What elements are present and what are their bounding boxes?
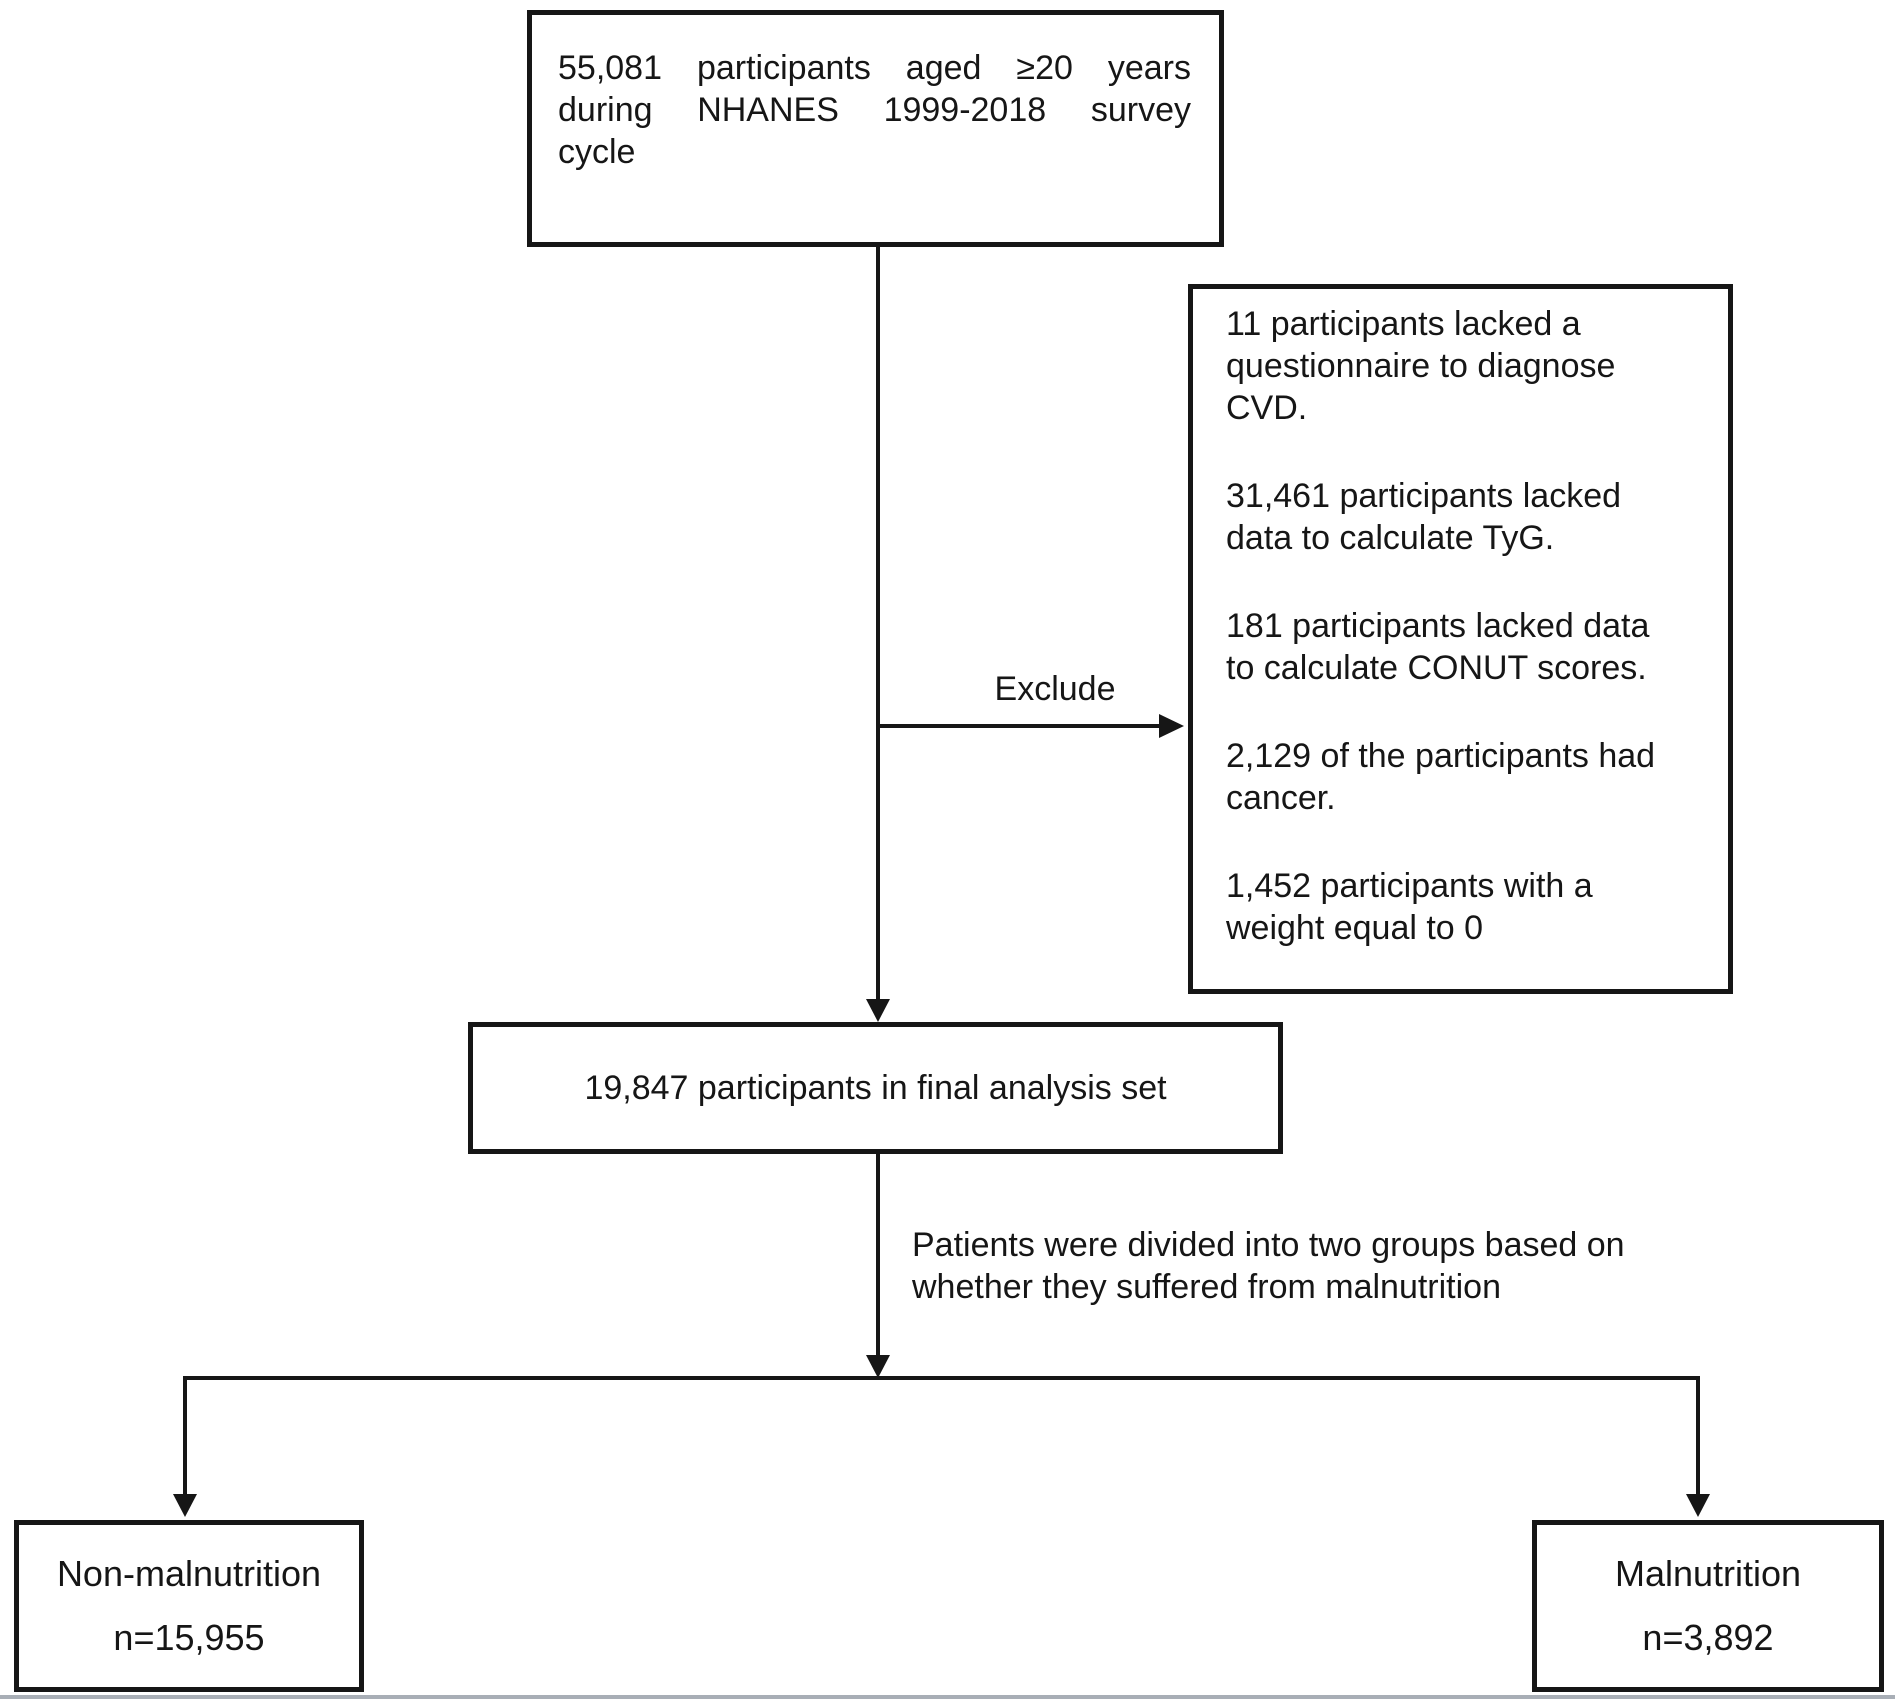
connector-drop-right: [1696, 1376, 1700, 1495]
exclusion-item-line: 2,129 of the participants had: [1226, 737, 1656, 775]
exclude-label: Exclude: [994, 670, 1116, 708]
exclusion-item-line: 11 participants lacked a: [1226, 305, 1581, 343]
connector-split-horizontal: [183, 1376, 1700, 1380]
connector-drop-left: [183, 1376, 187, 1495]
exclusion-item: 11 participants lacked a questionnaire t…: [1226, 303, 1702, 429]
figure-bottom-rule: [0, 1695, 1895, 1699]
split-annotation-line: whether they suffered from malnutrition: [912, 1268, 1501, 1306]
arrowhead-down-right-box-icon: [1686, 1494, 1710, 1517]
non-malnutrition-count: n=15,955: [113, 1617, 265, 1658]
malnutrition-count: n=3,892: [1642, 1617, 1774, 1658]
final-analysis-box: 19,847 participants in final analysis se…: [468, 1022, 1283, 1154]
exclusion-item: 2,129 of the participants had cancer.: [1226, 735, 1702, 819]
exclusion-item-line: to calculate CONUT scores.: [1226, 649, 1647, 687]
arrowhead-down-split-icon: [866, 1355, 890, 1378]
arrowhead-down-final-icon: [866, 999, 890, 1022]
connector-exclude-branch: [878, 724, 1160, 728]
initial-cohort-box: 55,081 participants aged ≥20 years durin…: [527, 10, 1224, 247]
non-malnutrition-title: Non-malnutrition: [56, 1553, 322, 1594]
initial-cohort-line: cycle: [558, 133, 636, 171]
malnutrition-title: Malnutrition: [1614, 1553, 1802, 1594]
final-analysis-text: 19,847 participants in final analysis se…: [584, 1069, 1167, 1107]
exclusion-item-line: 31,461 participants lacked: [1226, 477, 1622, 515]
connector-top-to-final: [876, 247, 880, 1002]
exclusion-item: 181 participants lacked data to calculat…: [1226, 605, 1702, 689]
arrowhead-down-left-box-icon: [173, 1494, 197, 1517]
exclusion-item-line: data to calculate TyG.: [1226, 519, 1555, 557]
split-annotation: Patients were divided into two groups ba…: [912, 1224, 1792, 1308]
exclusion-item: 1,452 participants with a weight equal t…: [1226, 865, 1702, 949]
exclusion-item-line: cancer.: [1226, 779, 1336, 817]
exclusion-item-line: 181 participants lacked data: [1226, 607, 1650, 645]
exclusion-item-line: questionnaire to diagnose: [1226, 347, 1616, 385]
arrowhead-right-exclusion-icon: [1159, 714, 1184, 738]
split-annotation-line: Patients were divided into two groups ba…: [912, 1226, 1625, 1264]
initial-cohort-line: 55,081 participants aged ≥20 years: [558, 49, 1191, 87]
connector-final-to-split: [876, 1154, 880, 1356]
exclusion-item-line: 1,452 participants with a: [1226, 867, 1593, 905]
exclusion-item-line: weight equal to 0: [1226, 909, 1484, 947]
malnutrition-box: Malnutrition n=3,892: [1532, 1520, 1884, 1692]
exclusion-criteria-box: 11 participants lacked a questionnaire t…: [1188, 284, 1733, 994]
non-malnutrition-box: Non-malnutrition n=15,955: [14, 1520, 364, 1692]
exclusion-item: 31,461 participants lacked data to calcu…: [1226, 475, 1702, 559]
initial-cohort-line: during NHANES 1999-2018 survey: [558, 91, 1191, 129]
exclusion-item-line: CVD.: [1226, 389, 1308, 427]
